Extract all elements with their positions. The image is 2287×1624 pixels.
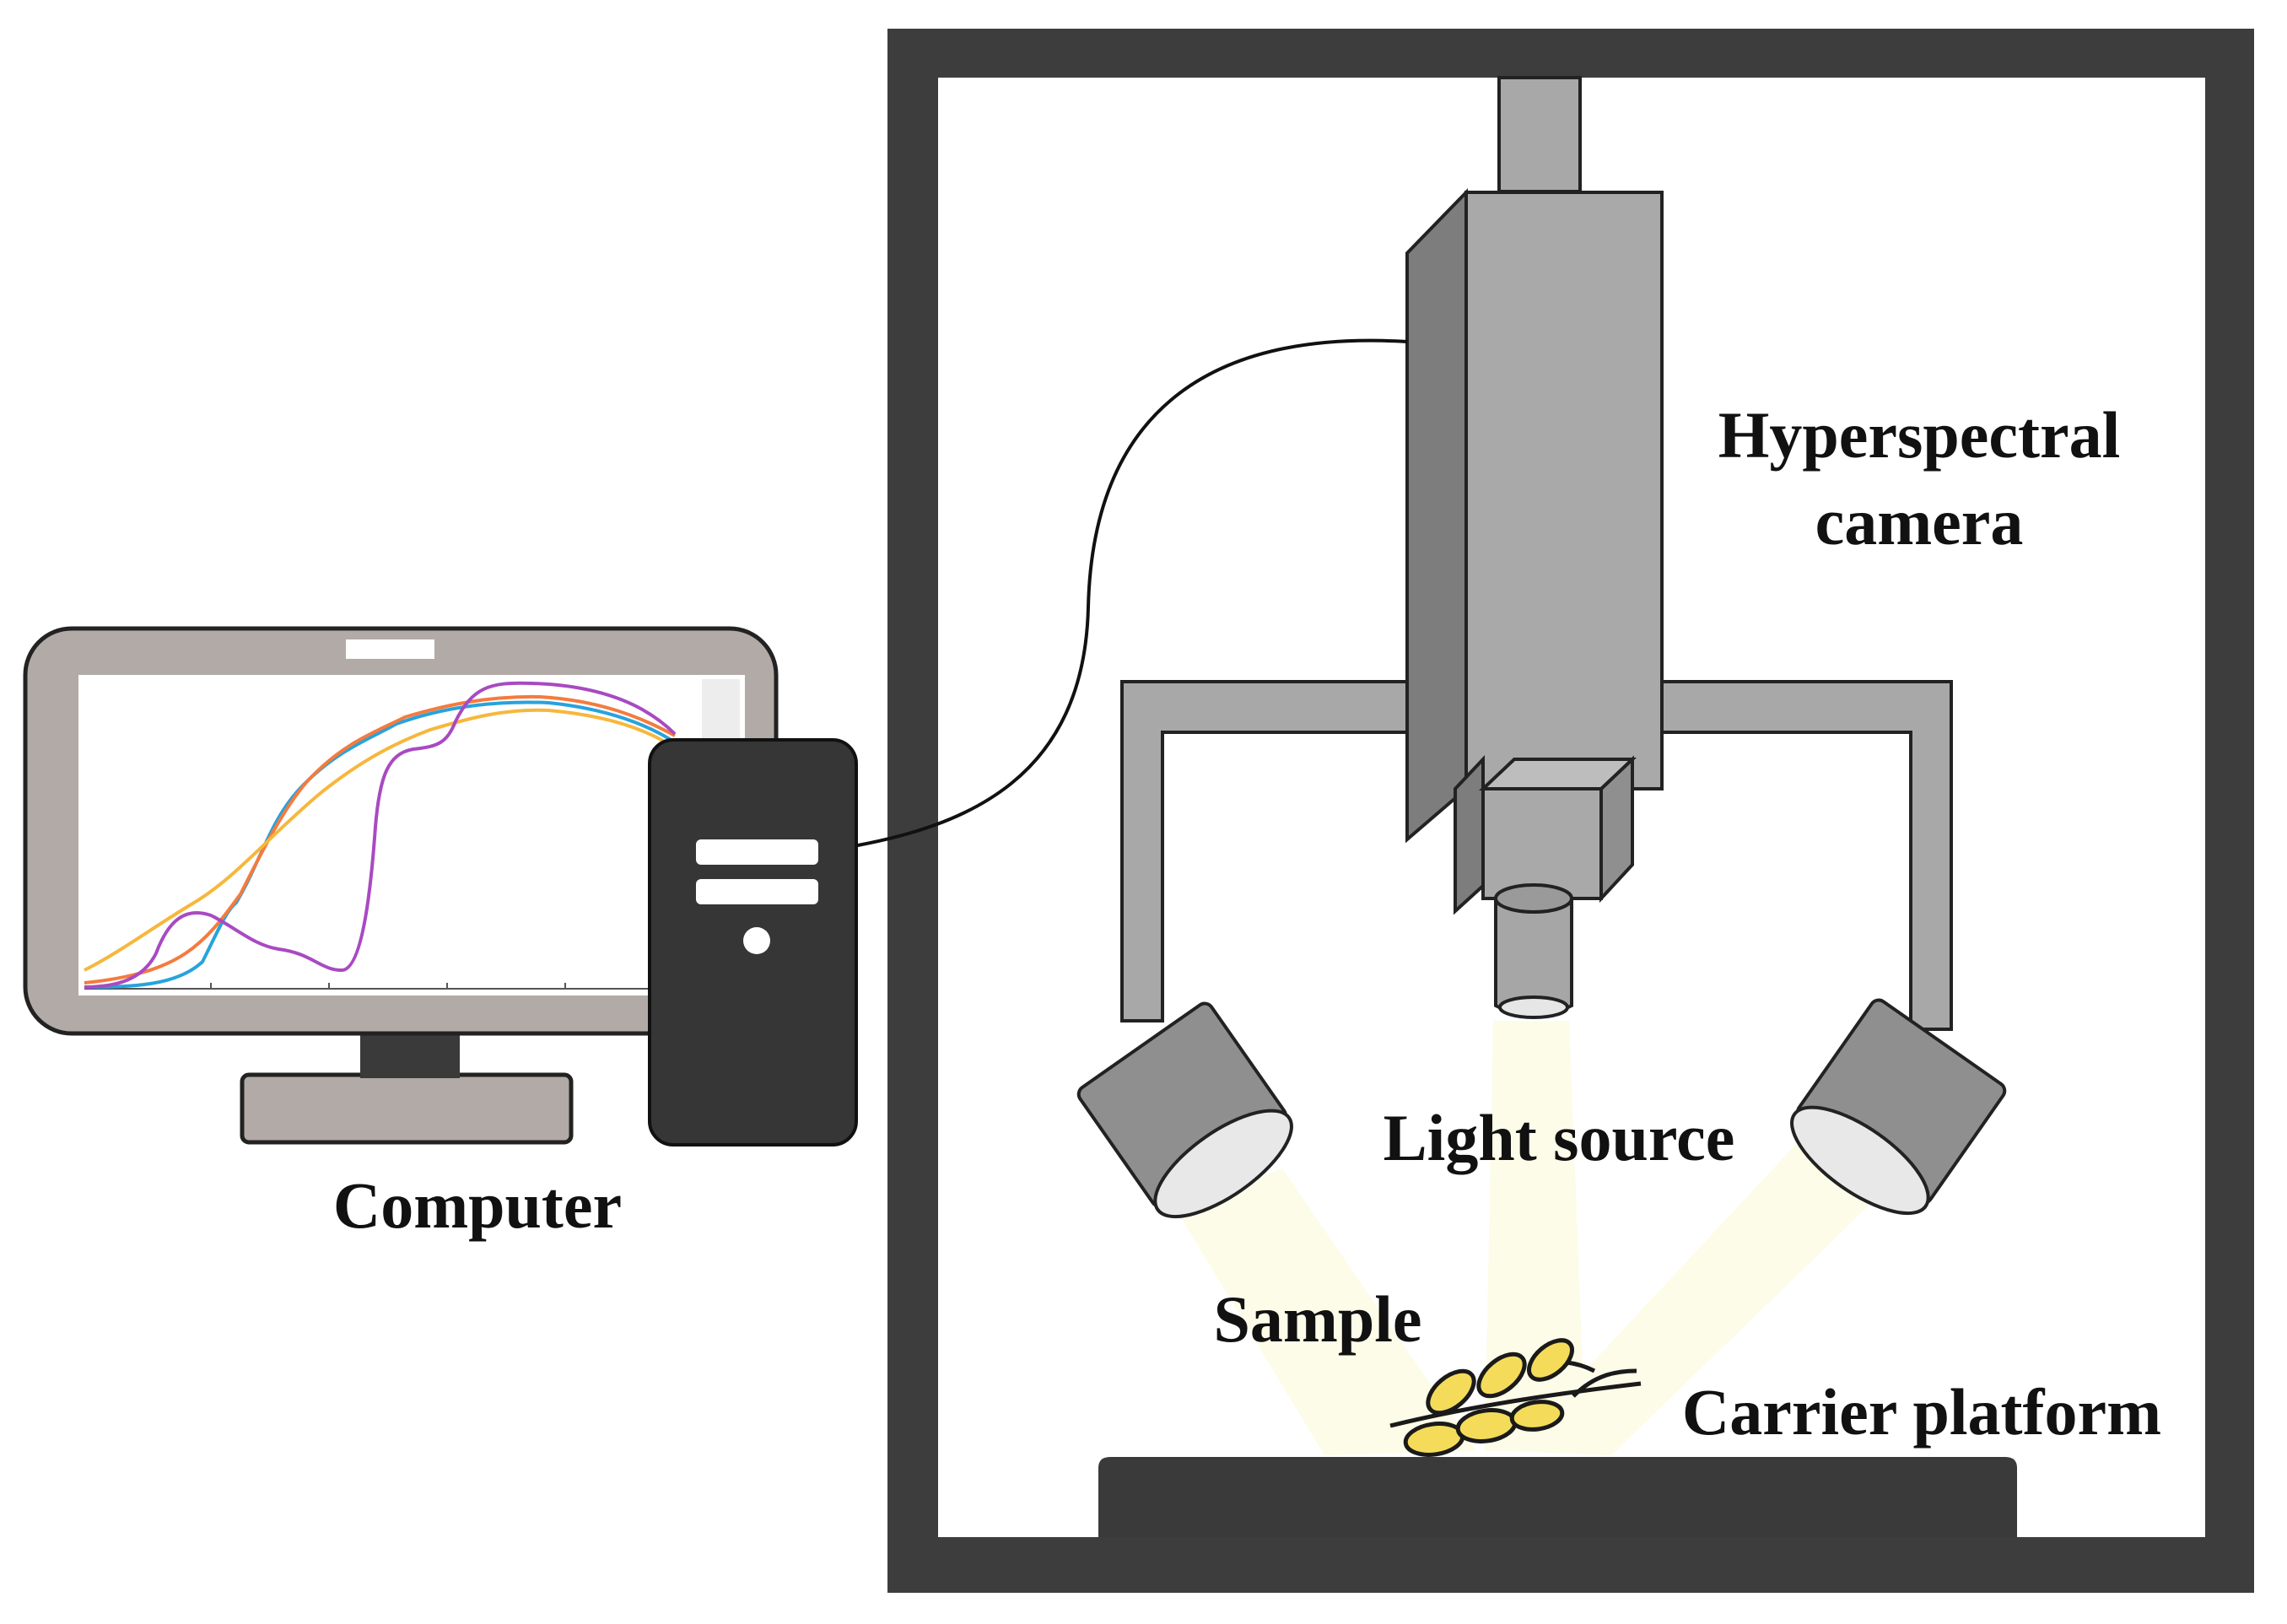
wheat-grain (1476, 1352, 1527, 1399)
computer-monitor-icon (23, 626, 779, 1145)
light-source-lamp-icon (1076, 998, 2007, 1219)
monitor-stand-base (240, 1072, 574, 1145)
label-hyperspectral-line1: Hyperspectral (1718, 398, 2121, 472)
spectral-curve-yellow (84, 708, 681, 972)
camera-connector (1481, 787, 1603, 900)
label-computer: Computer (333, 1168, 622, 1242)
light-beam-left (1177, 1168, 1476, 1455)
camera-front-face (1464, 191, 1664, 790)
tower-power-button (743, 927, 770, 954)
wheat-grain (1426, 1368, 1476, 1416)
wheat-stem (1389, 1381, 1642, 1428)
wheat-grain (1509, 1400, 1565, 1432)
ceiling-rod (1497, 76, 1582, 193)
carrier-platform (1098, 1457, 2017, 1537)
wheat-sample-icon (1389, 1338, 1642, 1457)
label-carrier-platform: Carrier platform (1682, 1375, 2161, 1449)
hyperspectral-camera-icon (1405, 188, 1664, 1019)
monitor-neck (360, 1031, 460, 1078)
camera-side-face (1405, 188, 1468, 844)
lamp-right (1790, 998, 2007, 1216)
label-light-source: Light source (1384, 1101, 1735, 1174)
label-sample: Sample (1213, 1282, 1421, 1356)
lamp-left (1076, 1001, 1293, 1219)
monitor-webcam (346, 639, 434, 659)
tower-drive-bay-1 (696, 839, 818, 865)
computer-tower-icon (648, 738, 858, 1147)
wheat-grain (1527, 1338, 1574, 1382)
spectral-curve-purple (84, 681, 677, 989)
monitor-screen (78, 675, 745, 995)
label-hyperspectral-line2: camera (1815, 485, 2024, 558)
spectral-curve-orange (84, 694, 676, 985)
camera-cable (843, 338, 1408, 850)
camera-lens-glass (1498, 995, 1569, 1019)
tower-drive-bay-2 (696, 879, 818, 904)
spectral-curves (84, 681, 681, 989)
